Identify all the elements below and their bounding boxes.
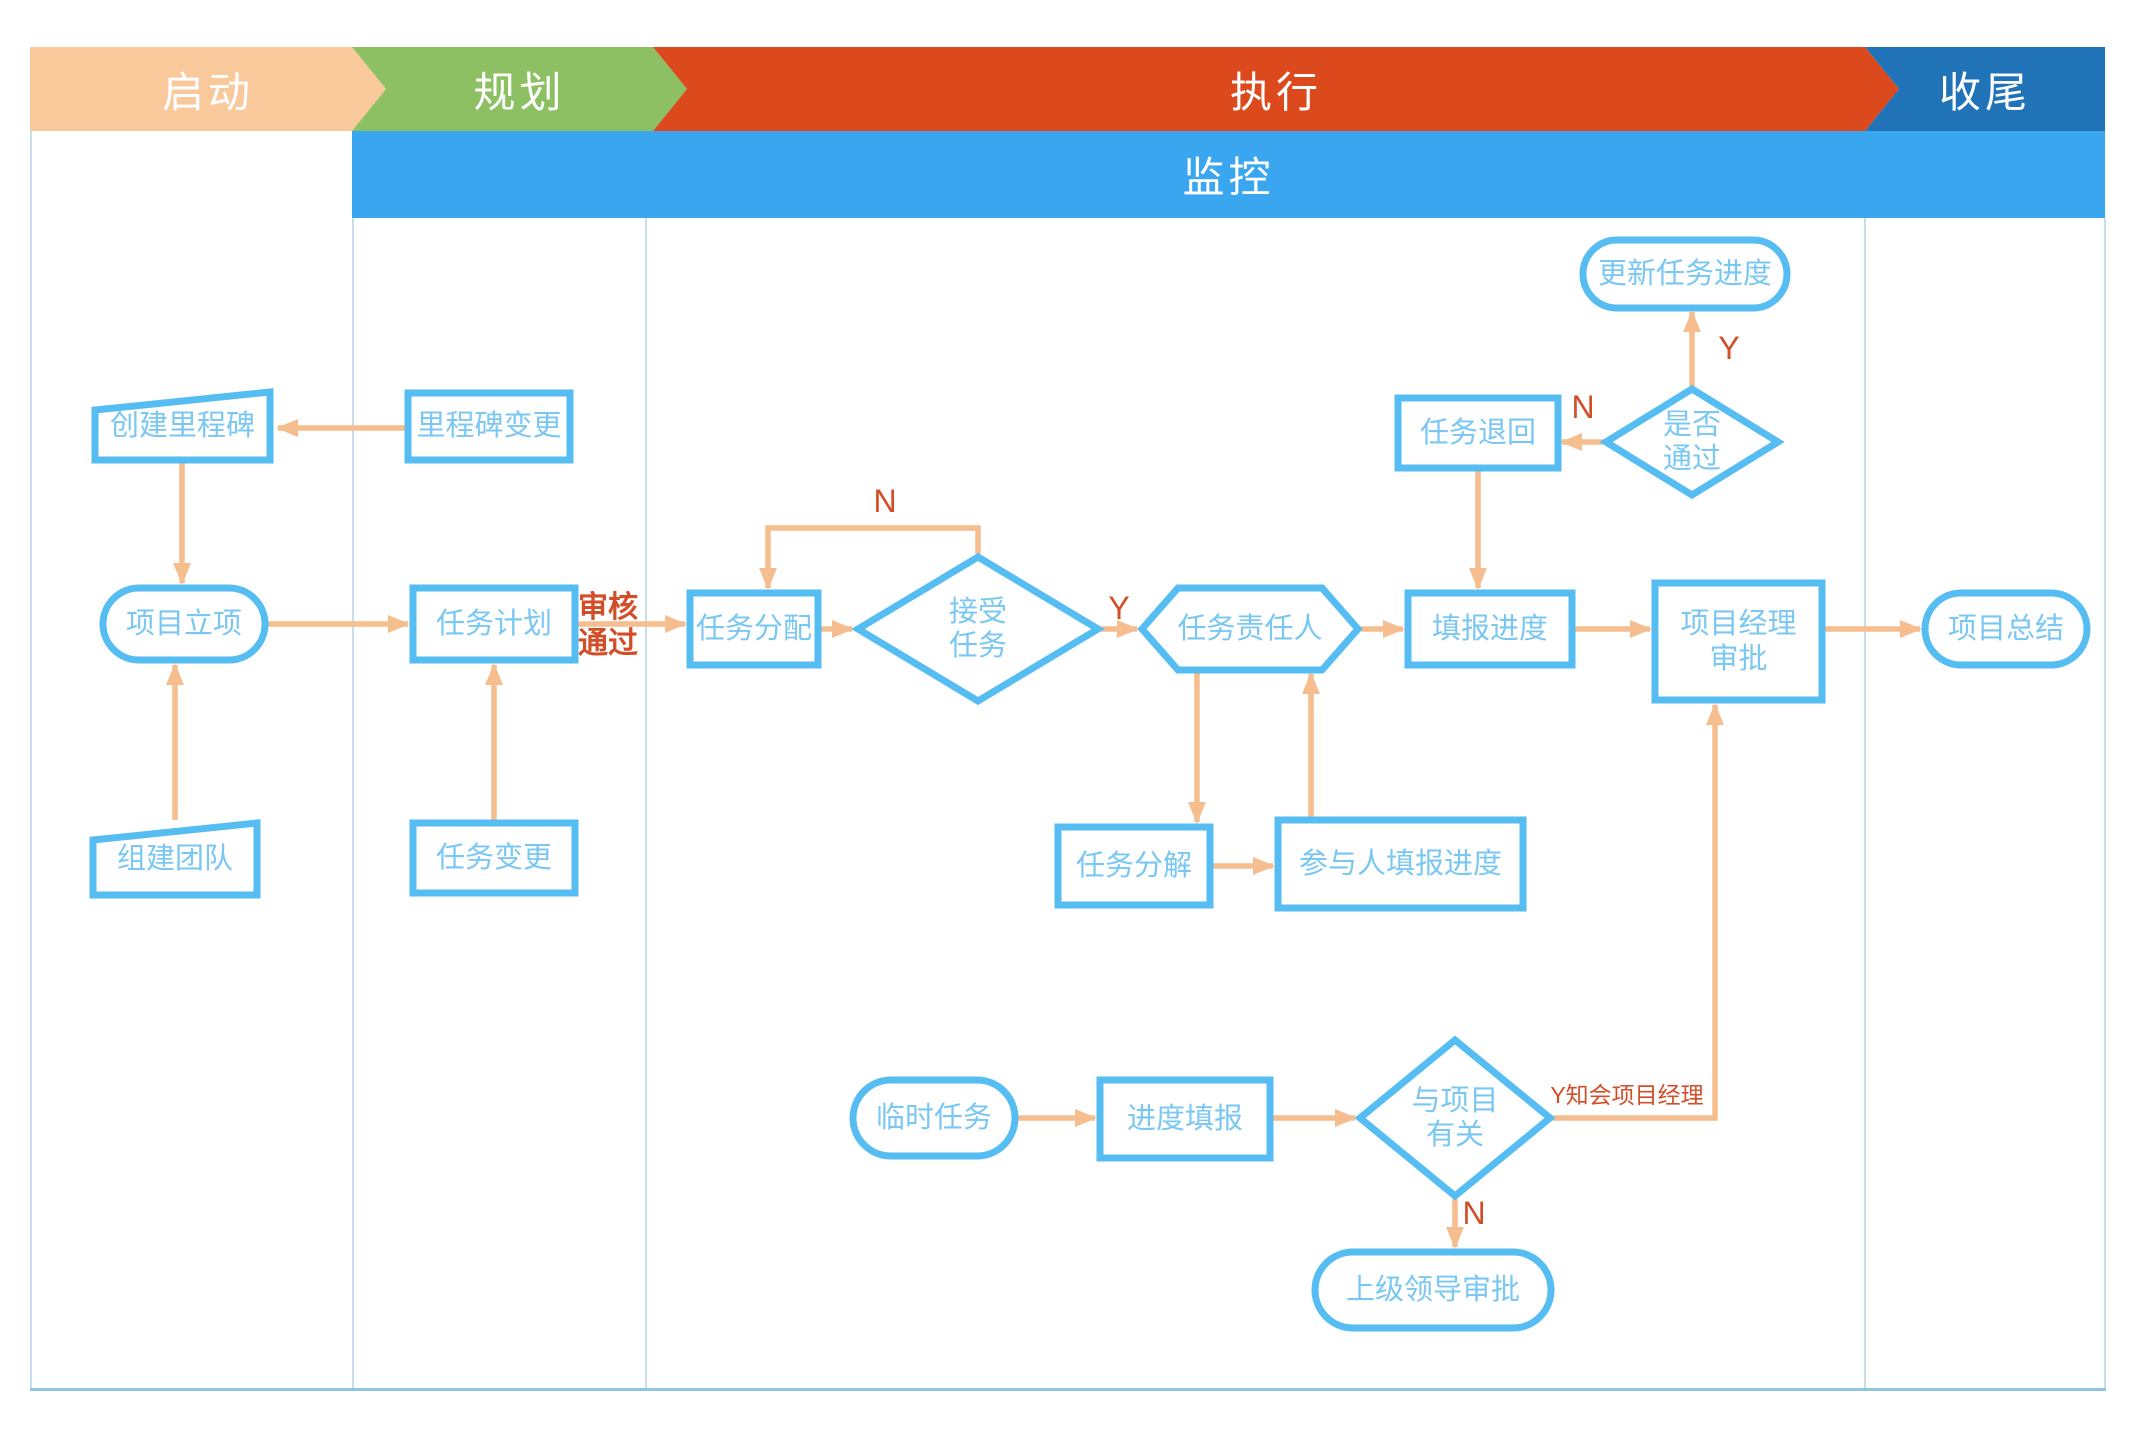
phase-band-plan: 规划 xyxy=(352,47,687,131)
node-milestone-change-shape xyxy=(404,389,574,464)
node-project-initiation-shape xyxy=(99,584,269,664)
phase-band-execute: 执行 xyxy=(653,47,1899,131)
phase-band-start: 启动 xyxy=(30,47,386,131)
lane-border-0 xyxy=(352,218,354,1389)
edge-label-review-pass: 审核 通过 xyxy=(578,591,638,660)
node-task-return-shape xyxy=(1394,394,1562,472)
arrow-accept-task-n-loop-to-task-assign xyxy=(759,525,981,590)
phase-label-start: 启动 xyxy=(161,68,254,116)
phase-label-close: 收尾 xyxy=(1938,68,2031,116)
node-temp-task-shape xyxy=(849,1076,1019,1160)
node-leader-approval-shape xyxy=(1311,1248,1555,1332)
node-fill-progress-shape xyxy=(1404,589,1576,669)
node-progress-fill-shape xyxy=(1096,1076,1274,1162)
phase-label-plan: 规划 xyxy=(473,68,566,116)
node-pass-or-not-shape xyxy=(1599,384,1785,500)
edge-label-n-accept: N xyxy=(873,483,897,519)
node-task-assign-shape xyxy=(686,589,822,669)
diagram-bottom-border xyxy=(30,1388,2106,1391)
node-task-change-shape xyxy=(409,819,579,897)
node-update-task-progress-shape xyxy=(1579,236,1791,312)
node-pm-approval-shape xyxy=(1651,579,1826,704)
monitor-band: 监控 xyxy=(352,131,2105,218)
node-accept-task-shape xyxy=(851,552,1105,706)
phase-label-execute: 执行 xyxy=(1229,68,1322,116)
edge-label-n-pass: N xyxy=(1571,389,1595,425)
node-task-owner-shape xyxy=(1137,584,1363,674)
lane-border-3 xyxy=(30,131,32,1389)
node-project-summary-shape xyxy=(1921,589,2091,669)
arrow-related-to-project-to-pm-approval xyxy=(1553,703,1724,1121)
lane-border-2 xyxy=(1864,218,1866,1389)
node-create-milestone-shape xyxy=(91,388,274,464)
lane-border-4 xyxy=(2104,218,2106,1389)
node-task-plan-shape xyxy=(409,584,579,664)
node-task-decompose-shape xyxy=(1054,823,1214,909)
node-build-team-shape xyxy=(89,819,261,899)
edge-label-y-pass: Y xyxy=(1718,330,1740,366)
edge-label-y-accept: Y xyxy=(1108,590,1130,626)
edge-label-y-notify: Y知会项目经理 xyxy=(1550,1082,1704,1108)
monitor-label: 监控 xyxy=(1182,154,1275,201)
phase-band-close: 收尾 xyxy=(1865,47,2105,131)
node-participant-progress-shape xyxy=(1274,816,1527,912)
node-related-to-project-shape xyxy=(1354,1035,1556,1201)
lane-border-1 xyxy=(645,218,647,1389)
edge-label-n-related: N xyxy=(1462,1195,1486,1231)
